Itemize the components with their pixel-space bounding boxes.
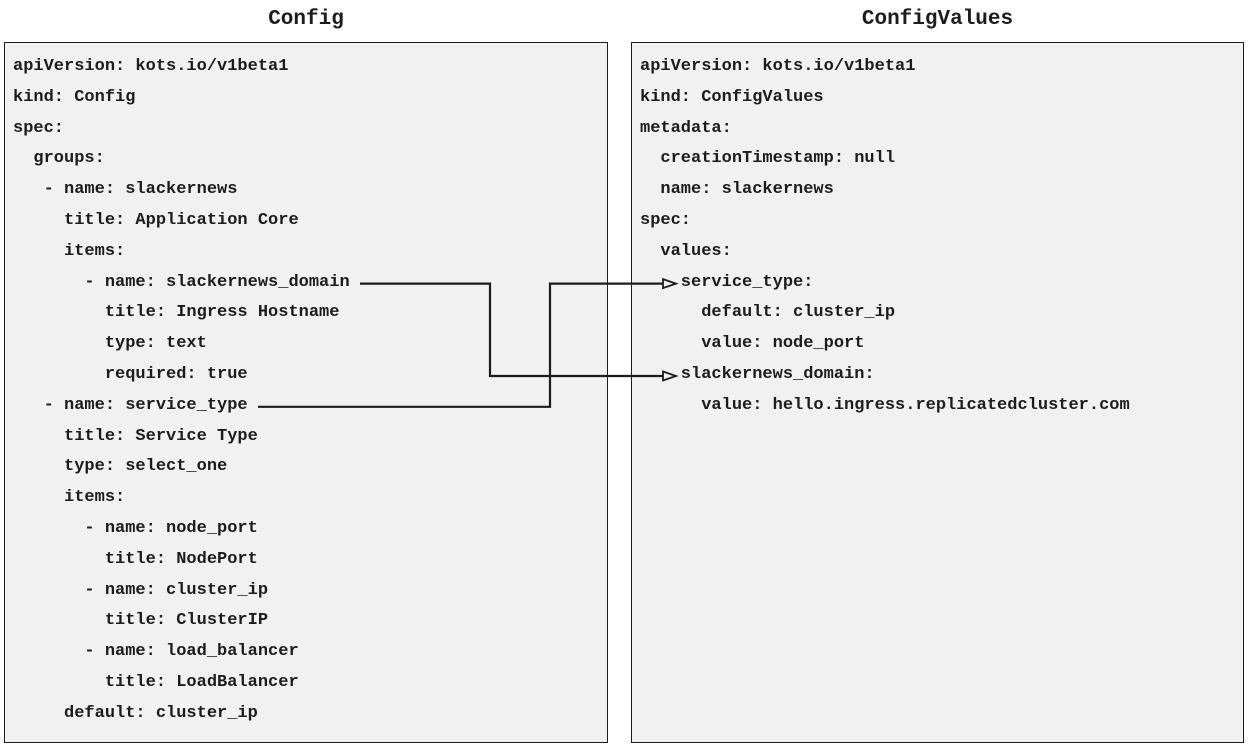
yaml-line: service_type: [640,272,814,292]
yaml-line: values: [640,241,732,261]
yaml-line: slackernews_domain: [640,364,875,384]
yaml-line: - name: slackernews_domain [13,272,350,292]
yaml-line: type: text [13,334,207,354]
yaml-line: - name: slackernews [13,180,238,200]
yaml-line: value: hello.ingress.replicatedcluster.c… [640,395,1130,415]
yaml-line: kind: ConfigValues [640,87,824,107]
config-yaml-box: apiVersion: kots.io/v1beta1 kind: Config s… [4,42,608,743]
configvalues-yaml-box: apiVersion: kots.io/v1beta1 kind: ConfigV… [631,42,1244,743]
yaml-line: value: node_port [640,334,865,354]
yaml-line: creationTimestamp: null [640,149,896,169]
yaml-line: - name: service_type [13,395,248,415]
yaml-line: apiVersion: kots.io/v1beta1 [13,57,289,76]
yaml-line: metadata: [640,118,732,138]
yaml-line: - name: load_balancer [13,642,299,662]
yaml-line: title: Application Core [13,210,299,230]
yaml-line: - name: node_port [13,518,258,538]
yaml-line: spec: [640,210,692,230]
yaml-line: - name: cluster_ip [13,580,269,600]
yaml-line: apiVersion: kots.io/v1beta1 [640,57,916,76]
configvalues-panel-title: ConfigValues [861,8,1014,31]
yaml-line: title: Service Type [13,426,258,446]
config-panel-title: Config [268,8,344,31]
yaml-line: title: Ingress Hostname [13,303,340,323]
yaml-line: title: ClusterIP [13,611,269,631]
yaml-line: spec: [13,118,65,138]
yaml-line: groups: [13,149,105,169]
yaml-line: kind: Config [13,87,136,107]
yaml-line: items: [13,488,126,508]
yaml-line: title: LoadBalancer [13,672,299,692]
yaml-line: items: [13,241,126,261]
yaml-line: title: NodePort [13,549,258,569]
yaml-line: default: cluster_ip [640,303,896,323]
yaml-line: type: select_one [13,457,228,477]
yaml-line: name: slackernews [640,180,834,200]
yaml-line: required: true [13,364,248,384]
yaml-line: default: cluster_ip [13,703,258,723]
